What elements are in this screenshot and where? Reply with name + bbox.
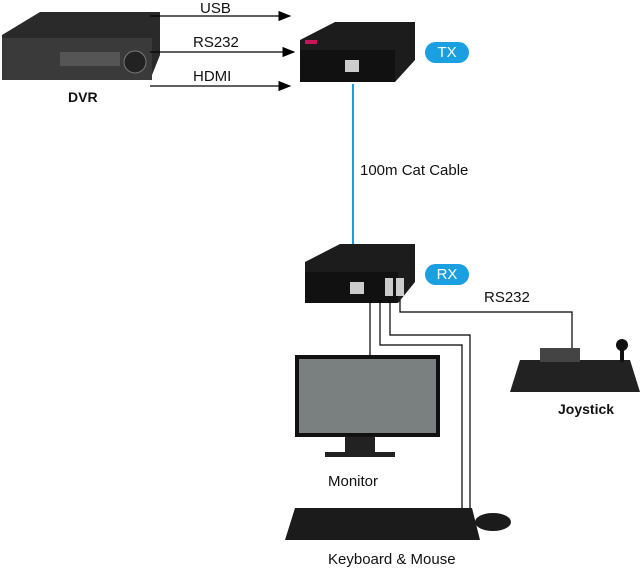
monitor-device xyxy=(295,355,440,457)
tx-badge: TX xyxy=(425,42,469,63)
rx-output-lines xyxy=(369,300,573,510)
dvr-label: DVR xyxy=(68,89,98,105)
hdmi-label: HDMI xyxy=(193,68,232,85)
keyboard-mouse-label: Keyboard & Mouse xyxy=(328,551,456,568)
joystick-label: Joystick xyxy=(558,401,615,417)
mouse-device xyxy=(475,513,511,531)
rx-device xyxy=(305,244,415,303)
joystick-device xyxy=(510,339,640,392)
monitor-label: Monitor xyxy=(328,473,379,490)
cable-label: 100m Cat Cable xyxy=(360,162,469,179)
rx-badge: RX xyxy=(425,264,469,285)
rs232-label-bottom: RS232 xyxy=(484,289,530,306)
tx-device xyxy=(300,22,415,82)
keyboard-device xyxy=(285,508,480,540)
dvr-device xyxy=(2,12,160,80)
rs232-label-top: RS232 xyxy=(193,34,239,51)
usb-label: USB xyxy=(200,0,231,17)
